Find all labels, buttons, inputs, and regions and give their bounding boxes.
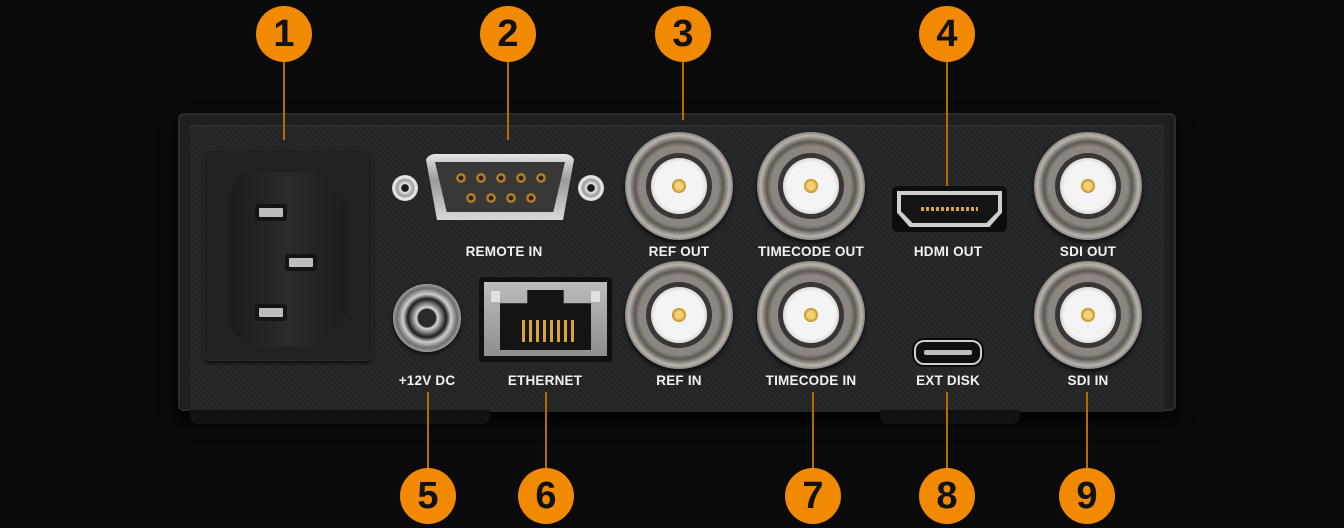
rj45-housing <box>484 282 607 356</box>
leader-line-2 <box>507 60 509 140</box>
chassis-foot-right <box>880 410 1020 424</box>
callout-badge-7: 7 <box>785 468 841 524</box>
leader-line-1 <box>283 60 285 140</box>
db9-pin <box>526 193 536 203</box>
label-dc-in: +12V DC <box>398 373 456 388</box>
bnc-center-pin <box>804 308 818 322</box>
leader-line-5 <box>427 392 429 472</box>
rj45-contact <box>557 320 560 342</box>
callout-badge-8: 8 <box>919 468 975 524</box>
rj45-contact <box>571 320 574 342</box>
power-pin-ground <box>289 258 313 267</box>
rj45-contact <box>529 320 532 342</box>
callout-badge-4: 4 <box>919 6 975 62</box>
label-sdi-in: SDI IN <box>1067 373 1109 388</box>
sdi-in-bnc[interactable] <box>1034 261 1142 369</box>
label-timecode-in: TIMECODE IN <box>765 373 857 388</box>
chassis-foot-left <box>190 410 490 424</box>
callout-badge-2: 2 <box>480 6 536 62</box>
label-hdmi-out: HDMI OUT <box>913 244 983 259</box>
label-remote-in: REMOTE IN <box>465 244 543 259</box>
ethernet-port[interactable] <box>479 277 612 362</box>
db9-pin <box>466 193 476 203</box>
hdmi-contacts <box>921 207 978 211</box>
db9-pin <box>486 193 496 203</box>
hdmi-shell <box>897 191 1002 227</box>
leader-line-7 <box>812 392 814 472</box>
timecode-in-bnc[interactable] <box>757 261 865 369</box>
db9-pin <box>516 173 526 183</box>
db9-screw-left <box>392 175 418 201</box>
link-led-right <box>591 291 600 302</box>
rj45-contact <box>536 320 539 342</box>
bnc-center-pin <box>672 179 686 193</box>
label-ref-out: REF OUT <box>648 244 710 259</box>
db9-pin <box>536 173 546 183</box>
bnc-center-pin <box>1081 179 1095 193</box>
callout-badge-1: 1 <box>256 6 312 62</box>
bnc-center-pin <box>1081 308 1095 322</box>
db9-screw-right <box>578 175 604 201</box>
db9-pin <box>506 193 516 203</box>
hdmi-cavity <box>901 195 998 223</box>
bnc-center-pin <box>672 308 686 322</box>
callout-badge-5: 5 <box>400 468 456 524</box>
power-pin-bottom <box>259 308 283 317</box>
label-timecode-out: TIMECODE OUT <box>758 244 864 259</box>
rj45-opening <box>500 290 591 350</box>
rj45-contact <box>522 320 525 342</box>
label-sdi-out: SDI OUT <box>1059 244 1117 259</box>
remote-in-port[interactable] <box>425 154 575 220</box>
label-ext-disk: EXT DISK <box>916 373 980 388</box>
db9-face <box>435 162 565 212</box>
sdi-out-bnc[interactable] <box>1034 132 1142 240</box>
callout-badge-9: 9 <box>1059 468 1115 524</box>
label-ref-in: REF IN <box>656 373 702 388</box>
usbc-tongue <box>924 350 972 355</box>
hdmi-out-port[interactable] <box>892 186 1007 232</box>
leader-line-9 <box>1086 392 1088 472</box>
db9-pin <box>476 173 486 183</box>
rj45-contact <box>543 320 546 342</box>
leader-line-6 <box>545 392 547 472</box>
rj45-contact <box>550 320 553 342</box>
timecode-out-bnc[interactable] <box>757 132 865 240</box>
ref-in-bnc[interactable] <box>625 261 733 369</box>
ref-out-bnc[interactable] <box>625 132 733 240</box>
callout-badge-6: 6 <box>518 468 574 524</box>
bnc-center-pin <box>804 179 818 193</box>
label-ethernet: ETHERNET <box>507 373 583 388</box>
ext-disk-usbc-port[interactable] <box>914 340 982 365</box>
leader-line-4 <box>946 60 948 192</box>
leader-line-3 <box>682 60 684 120</box>
leader-line-8 <box>946 392 948 472</box>
callout-badge-3: 3 <box>655 6 711 62</box>
rj45-contact <box>564 320 567 342</box>
power-inlet[interactable] <box>203 149 373 361</box>
db9-pin <box>456 173 466 183</box>
link-led-left <box>491 291 500 302</box>
dc-power-jack[interactable] <box>393 284 461 352</box>
db9-pin <box>496 173 506 183</box>
power-pin-top <box>259 208 283 217</box>
power-inlet-cavity <box>229 172 347 347</box>
